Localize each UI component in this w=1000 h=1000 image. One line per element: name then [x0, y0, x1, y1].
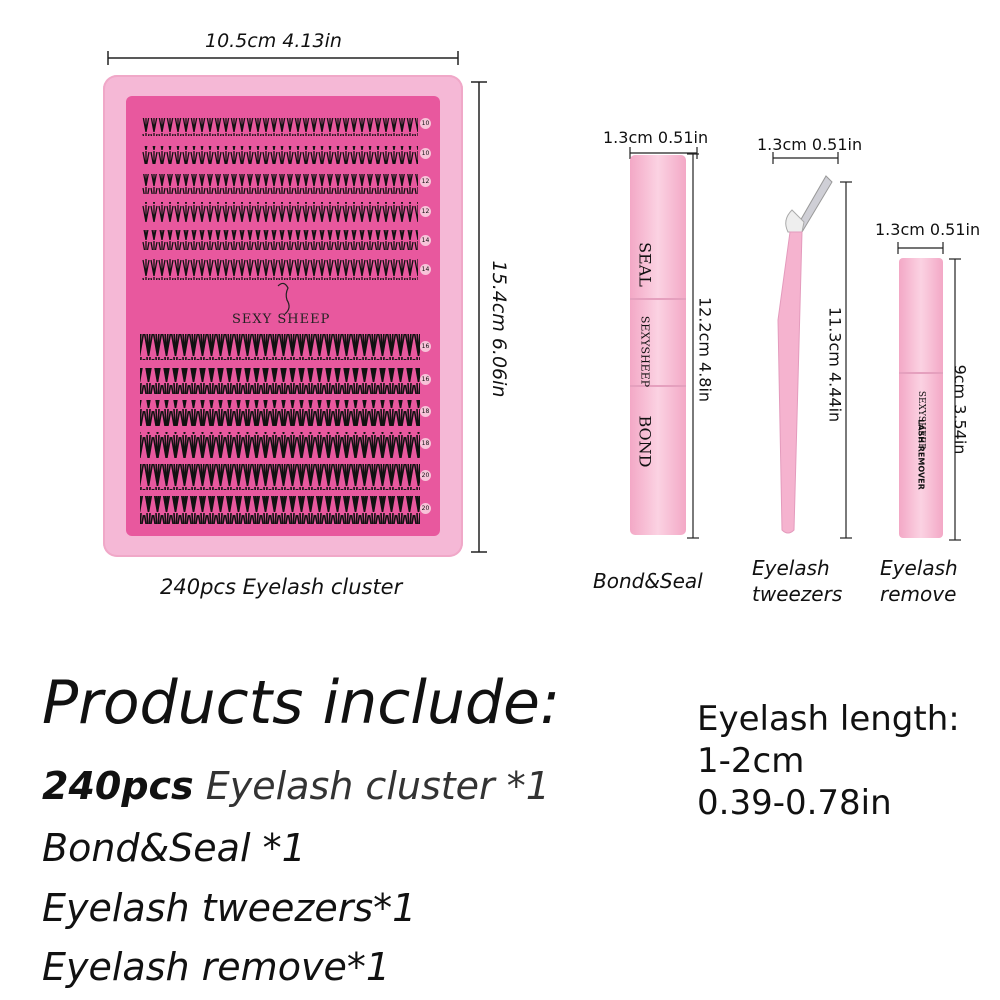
lash-rows — [140, 118, 420, 524]
bond-seal-brand: SEXYSHEEP — [638, 315, 652, 388]
lash-tray-inner — [126, 96, 440, 536]
bond-seal-divider — [630, 298, 686, 300]
lash-length-marker: 10 — [420, 148, 431, 159]
tray-width-label: 10.5cm 4.13in — [205, 30, 342, 52]
lash-length-marker: 16 — [420, 374, 431, 385]
remover-width-dimension-line — [897, 242, 944, 254]
tray-height-dimension-line — [471, 81, 487, 553]
bond-seal-divider — [630, 385, 686, 387]
include-item-remover: Eyelash remove*1 — [42, 945, 390, 989]
lash-length-marker: 16 — [420, 341, 431, 352]
tray-brand-logo: SEXY SHEEP — [232, 312, 331, 327]
include-item-bond-seal: Bond&Seal *1 — [42, 826, 306, 870]
include-item-tweezers: Eyelash tweezers*1 — [42, 886, 417, 930]
eyelash-length-cm: 1-2cm — [697, 741, 805, 781]
tweezers-height-dimension-line — [840, 181, 852, 539]
remover-caption-line2: remove — [880, 582, 957, 606]
remover-caption: Eyelash remove — [880, 555, 958, 607]
tweezers — [777, 175, 833, 534]
tray-caption: 240pcs Eyelash cluster — [160, 575, 403, 599]
tweezers-height-label: 11.3cm 4.44in — [825, 306, 845, 423]
remover-tube — [899, 258, 943, 538]
bond-seal-height-dimension-line — [687, 153, 699, 539]
remover-divider — [899, 372, 943, 374]
lash-length-marker: 14 — [420, 264, 431, 275]
lash-length-marker: 18 — [420, 438, 431, 449]
tray-width-dimension-line — [107, 51, 459, 65]
lash-length-marker: 14 — [420, 235, 431, 246]
remover-width-label: 1.3cm 0.51in — [875, 220, 981, 239]
include-item-lash-cluster-count: 240pcs — [42, 764, 194, 808]
tweezers-caption-line1: Eyelash — [752, 556, 830, 580]
bond-seal-caption: Bond&Seal — [593, 569, 703, 593]
eyelash-length-info: Eyelash length: 1-2cm 0.39-0.78in — [697, 698, 960, 824]
lash-length-marker: 10 — [420, 118, 431, 129]
tray-height-label: 15.4cm 6.06in — [488, 260, 510, 398]
remover-caption-line1: Eyelash — [880, 556, 958, 580]
tweezers-width-label: 1.3cm 0.51in — [757, 135, 863, 154]
bond-seal-height-label: 12.2cm 4.8in — [695, 296, 715, 403]
lash-length-marker: 18 — [420, 406, 431, 417]
products-include-heading: Products include: — [42, 668, 561, 738]
lash-length-marker: 20 — [420, 503, 431, 514]
bond-seal-width-label: 1.3cm 0.51in — [603, 128, 709, 147]
tweezers-caption: Eyelash tweezers — [752, 555, 842, 607]
tweezers-width-dimension-line — [772, 152, 839, 164]
lash-length-marker: 20 — [420, 470, 431, 481]
eyelash-length-inch: 0.39-0.78in — [697, 783, 892, 823]
bond-label: BOND — [635, 415, 655, 468]
remover-brand: SEXYSHEEP — [916, 390, 926, 450]
bond-seal-tube — [630, 155, 686, 535]
lash-length-marker: 12 — [420, 176, 431, 187]
remover-height-label: 9cm 3.54in — [950, 364, 970, 455]
tweezers-caption-line2: tweezers — [752, 582, 843, 606]
eyelash-length-title: Eyelash length: — [697, 699, 960, 739]
seal-label: SEAL — [635, 242, 655, 287]
lash-length-marker: 12 — [420, 206, 431, 217]
include-item-lash-cluster-text: Eyelash cluster *1 — [193, 764, 550, 808]
include-item-lash-cluster: 240pcs Eyelash cluster *1 — [42, 764, 550, 808]
remover-height-dimension-line — [949, 258, 961, 541]
